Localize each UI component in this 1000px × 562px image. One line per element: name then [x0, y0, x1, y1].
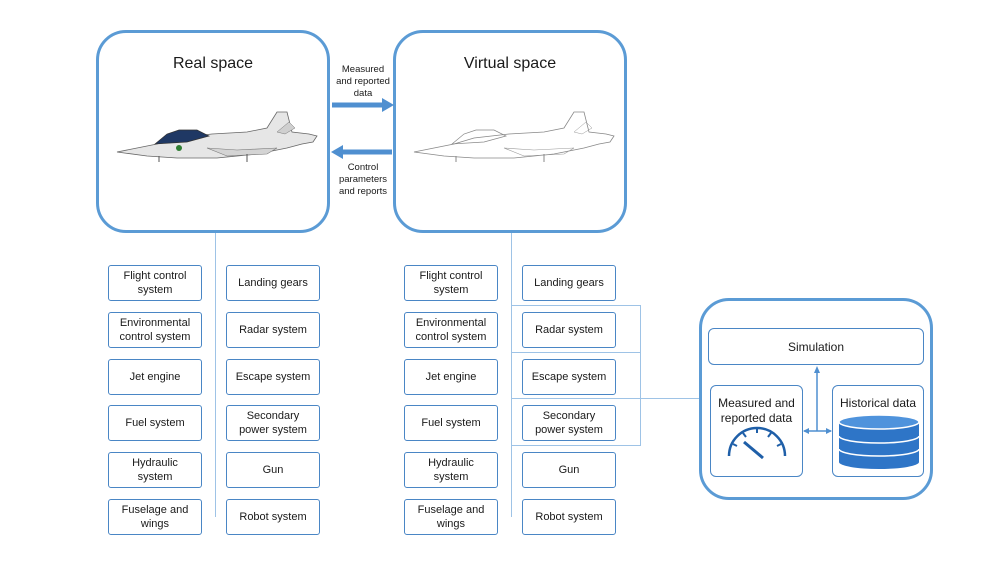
historical-data-title: Historical data	[839, 396, 917, 410]
virtual-landing-gears: Landing gears	[522, 265, 616, 301]
virtual-bracket-h4	[511, 445, 641, 446]
real-secondary-power-system: Secondary power system	[226, 405, 320, 441]
real-escape-system: Escape system	[226, 359, 320, 395]
virtual-bracket-h1	[511, 305, 641, 306]
historical-data-box: Historical data	[832, 385, 924, 477]
simulation-label: Simulation	[787, 339, 845, 354]
measured-data-title: Measured and reported data	[718, 396, 795, 425]
arrow-to-virtual-head	[382, 98, 394, 112]
real-robot-system: Robot system	[226, 499, 320, 535]
virtual-secondary-power-system: Secondary power system	[522, 405, 616, 441]
real-trunk	[215, 232, 216, 517]
real-fuselage-and-wings: Fuselage and wings	[108, 499, 202, 535]
database-icon	[838, 414, 920, 469]
virtual-space-title: Virtual space	[463, 55, 557, 72]
virtual-trunk	[511, 232, 512, 517]
measured-data-box: Measured and reported data	[710, 385, 803, 477]
virtual-bracket-vertical	[640, 305, 641, 445]
virtual-flight-control-system: Flight control system	[404, 265, 498, 301]
real-landing-gears: Landing gears	[226, 265, 320, 301]
real-fuel-system: Fuel system	[108, 405, 202, 441]
real-environmental-control-system: Environmental control system	[108, 312, 202, 348]
virtual-bracket-h3	[511, 398, 641, 399]
fighter-jet-image	[116, 111, 318, 162]
virtual-robot-system: Robot system	[522, 499, 616, 535]
virtual-bracket-h2	[511, 352, 641, 353]
real-gun: Gun	[226, 452, 320, 488]
real-hydraulic-system: Hydraulic system	[108, 452, 202, 488]
real-radar-system: Radar system	[226, 312, 320, 348]
virtual-radar-system: Radar system	[522, 312, 616, 348]
virtual-jet-engine: Jet engine	[404, 359, 498, 395]
real-space-title: Real space	[172, 55, 254, 72]
virtual-fuselage-and-wings: Fuselage and wings	[404, 499, 498, 535]
virtual-hydraulic-system: Hydraulic system	[404, 452, 498, 488]
virtual-to-hub-line	[640, 398, 700, 399]
arrow-to-real-head	[331, 145, 343, 159]
measured-data-label: Measured and reported data	[336, 64, 390, 99]
virtual-environmental-control-system: Environmental control system	[404, 312, 498, 348]
gauge-icon	[727, 426, 787, 460]
virtual-space-box: Virtual space	[393, 30, 627, 233]
virtual-escape-system: Escape system	[522, 359, 616, 395]
real-space-box: Real space	[96, 30, 330, 233]
virtual-fuel-system: Fuel system	[404, 405, 498, 441]
simulation-box: Simulation	[708, 328, 924, 365]
fighter-jet-wireframe-image	[413, 111, 615, 162]
real-flight-control-system: Flight control system	[108, 265, 202, 301]
control-params-label: Control parameters and reports	[338, 162, 388, 197]
virtual-gun: Gun	[522, 452, 616, 488]
real-jet-engine: Jet engine	[108, 359, 202, 395]
